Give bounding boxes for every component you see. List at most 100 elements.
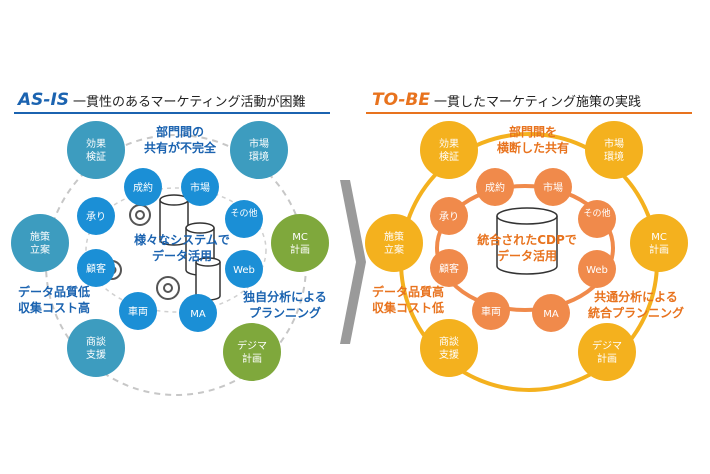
svg-text:その他: その他 [583,207,610,219]
inner-node: 市場 [534,168,572,206]
svg-text:車両: 車両 [481,305,501,318]
as-is-callout-left-2: 収集コスト高 [18,300,90,315]
svg-text:施策: 施策 [30,230,50,243]
to-be-center-line2: データ活用 [497,248,557,263]
database-icon [159,194,189,246]
to-be-callout-top-2: 横断した共有 [497,140,569,155]
svg-text:MA: MA [190,309,206,320]
svg-text:Web: Web [233,265,255,276]
as-is-callout-top-1: 部門間の [156,124,204,139]
as-is-callout-right-1: 独自分析による [242,289,327,304]
inner-node: 車両 [472,292,510,330]
svg-text:MA: MA [543,309,559,320]
to-be-underline [366,112,692,114]
svg-text:商談: 商談 [439,335,459,348]
inner-node: 市場 [181,168,219,206]
svg-text:立案: 立案 [30,243,50,256]
outer-node: MC 計画 [271,214,329,272]
to-be-diagram: 統合されたCDPで データ活用 効果 検証 市場 環境 施策 立案 MC 計画 … [365,121,688,392]
outer-node: デジマ 計画 [578,323,636,381]
svg-text:その他: その他 [230,207,257,219]
inner-node: MA [179,294,217,332]
svg-text:MC: MC [651,232,667,243]
to-be-subtitle: 一貫したマーケティング施策の実践 [434,94,641,110]
gear-icon [156,276,180,300]
gear-icon [129,204,151,226]
svg-text:環境: 環境 [249,150,269,163]
inner-node: その他 [225,200,263,238]
to-be-center-line1: 統合されたCDPで [477,232,577,247]
svg-text:計画: 計画 [242,352,262,365]
outer-node: 施策 立案 [11,214,69,272]
outer-node: 市場 環境 [585,121,643,179]
as-is-inner-ring [85,187,267,313]
as-is-center-line2: データ活用 [152,248,212,263]
svg-text:施策: 施策 [384,230,404,243]
to-be-tag: TO-BE [372,90,430,110]
svg-text:効果: 効果 [439,137,459,150]
svg-text:計画: 計画 [597,352,617,365]
inner-node: 顧客 [430,249,468,287]
as-is-callout-top-2: 共有が不完全 [144,140,217,155]
svg-text:商談: 商談 [86,335,106,348]
inner-node: 成約 [476,168,514,206]
inner-node: 承り [430,197,468,235]
outer-node: 効果 検証 [67,121,125,179]
to-be-callout-left-1: データ品質高 [372,284,444,299]
outer-node: デジマ 計画 [223,323,281,381]
database-icon [496,207,558,275]
to-be-callout-left-2: 収集コスト低 [372,300,444,315]
inner-node: Web [225,250,263,288]
outer-node: MC 計画 [630,214,688,272]
as-is-underline [14,112,330,114]
outer-node: 商談 支援 [420,319,478,377]
outer-node: 施策 立案 [365,214,423,272]
inner-node: 車両 [119,292,157,330]
to-be-callout-right-2: 統合プランニング [588,305,684,320]
svg-text:計画: 計画 [649,243,669,256]
as-is-callout-right-2: プランニング [249,305,321,320]
svg-text:検証: 検証 [439,150,459,163]
svg-text:計画: 計画 [290,243,310,256]
svg-text:承り: 承り [86,211,106,223]
svg-text:成約: 成約 [133,181,153,194]
as-is-tag: AS-IS [18,90,70,110]
svg-text:承り: 承り [439,211,459,223]
svg-text:顧客: 顧客 [439,262,459,275]
svg-text:効果: 効果 [86,137,106,150]
as-is-title: AS-IS 一貫性のあるマーケティング活動が困難 [18,88,305,112]
svg-text:MC: MC [292,232,308,243]
svg-text:成約: 成約 [485,181,505,194]
svg-text:デジマ: デジマ [592,339,622,352]
inner-node: 承り [77,197,115,235]
svg-text:立案: 立案 [384,243,404,256]
inner-node: MA [532,294,570,332]
database-icon [195,257,221,301]
svg-text:環境: 環境 [604,150,624,163]
svg-text:車両: 車両 [128,305,148,318]
to-be-callout-right-1: 共通分析による [594,289,678,304]
as-is-center-line1: 様々なシステムで [134,232,230,247]
svg-text:市場: 市場 [249,137,269,150]
inner-node: Web [578,250,616,288]
to-be-callout-top-1: 部門間を [509,124,557,139]
svg-text:支援: 支援 [86,348,106,361]
svg-text:支援: 支援 [439,348,459,361]
svg-text:市場: 市場 [190,181,210,194]
as-is-diagram: 様々なシステムで データ活用 効果 検証 市場 環境 施策 立案 MC 計画 商… [11,121,329,396]
svg-text:市場: 市場 [543,181,563,194]
svg-text:市場: 市場 [604,137,624,150]
outer-node: 商談 支援 [67,319,125,377]
svg-text:デジマ: デジマ [237,339,267,352]
inner-node: 顧客 [77,249,115,287]
outer-node: 効果 検証 [420,121,478,179]
as-is-callout-left-1: データ品質低 [18,284,90,299]
inner-node: 成約 [124,168,162,206]
transition-arrow [340,180,366,344]
outer-node: 市場 環境 [230,121,288,179]
svg-text:Web: Web [586,265,608,276]
inner-node: その他 [578,200,616,238]
to-be-title: TO-BE 一貫したマーケティング施策の実践 [372,88,641,112]
svg-text:検証: 検証 [86,150,106,163]
